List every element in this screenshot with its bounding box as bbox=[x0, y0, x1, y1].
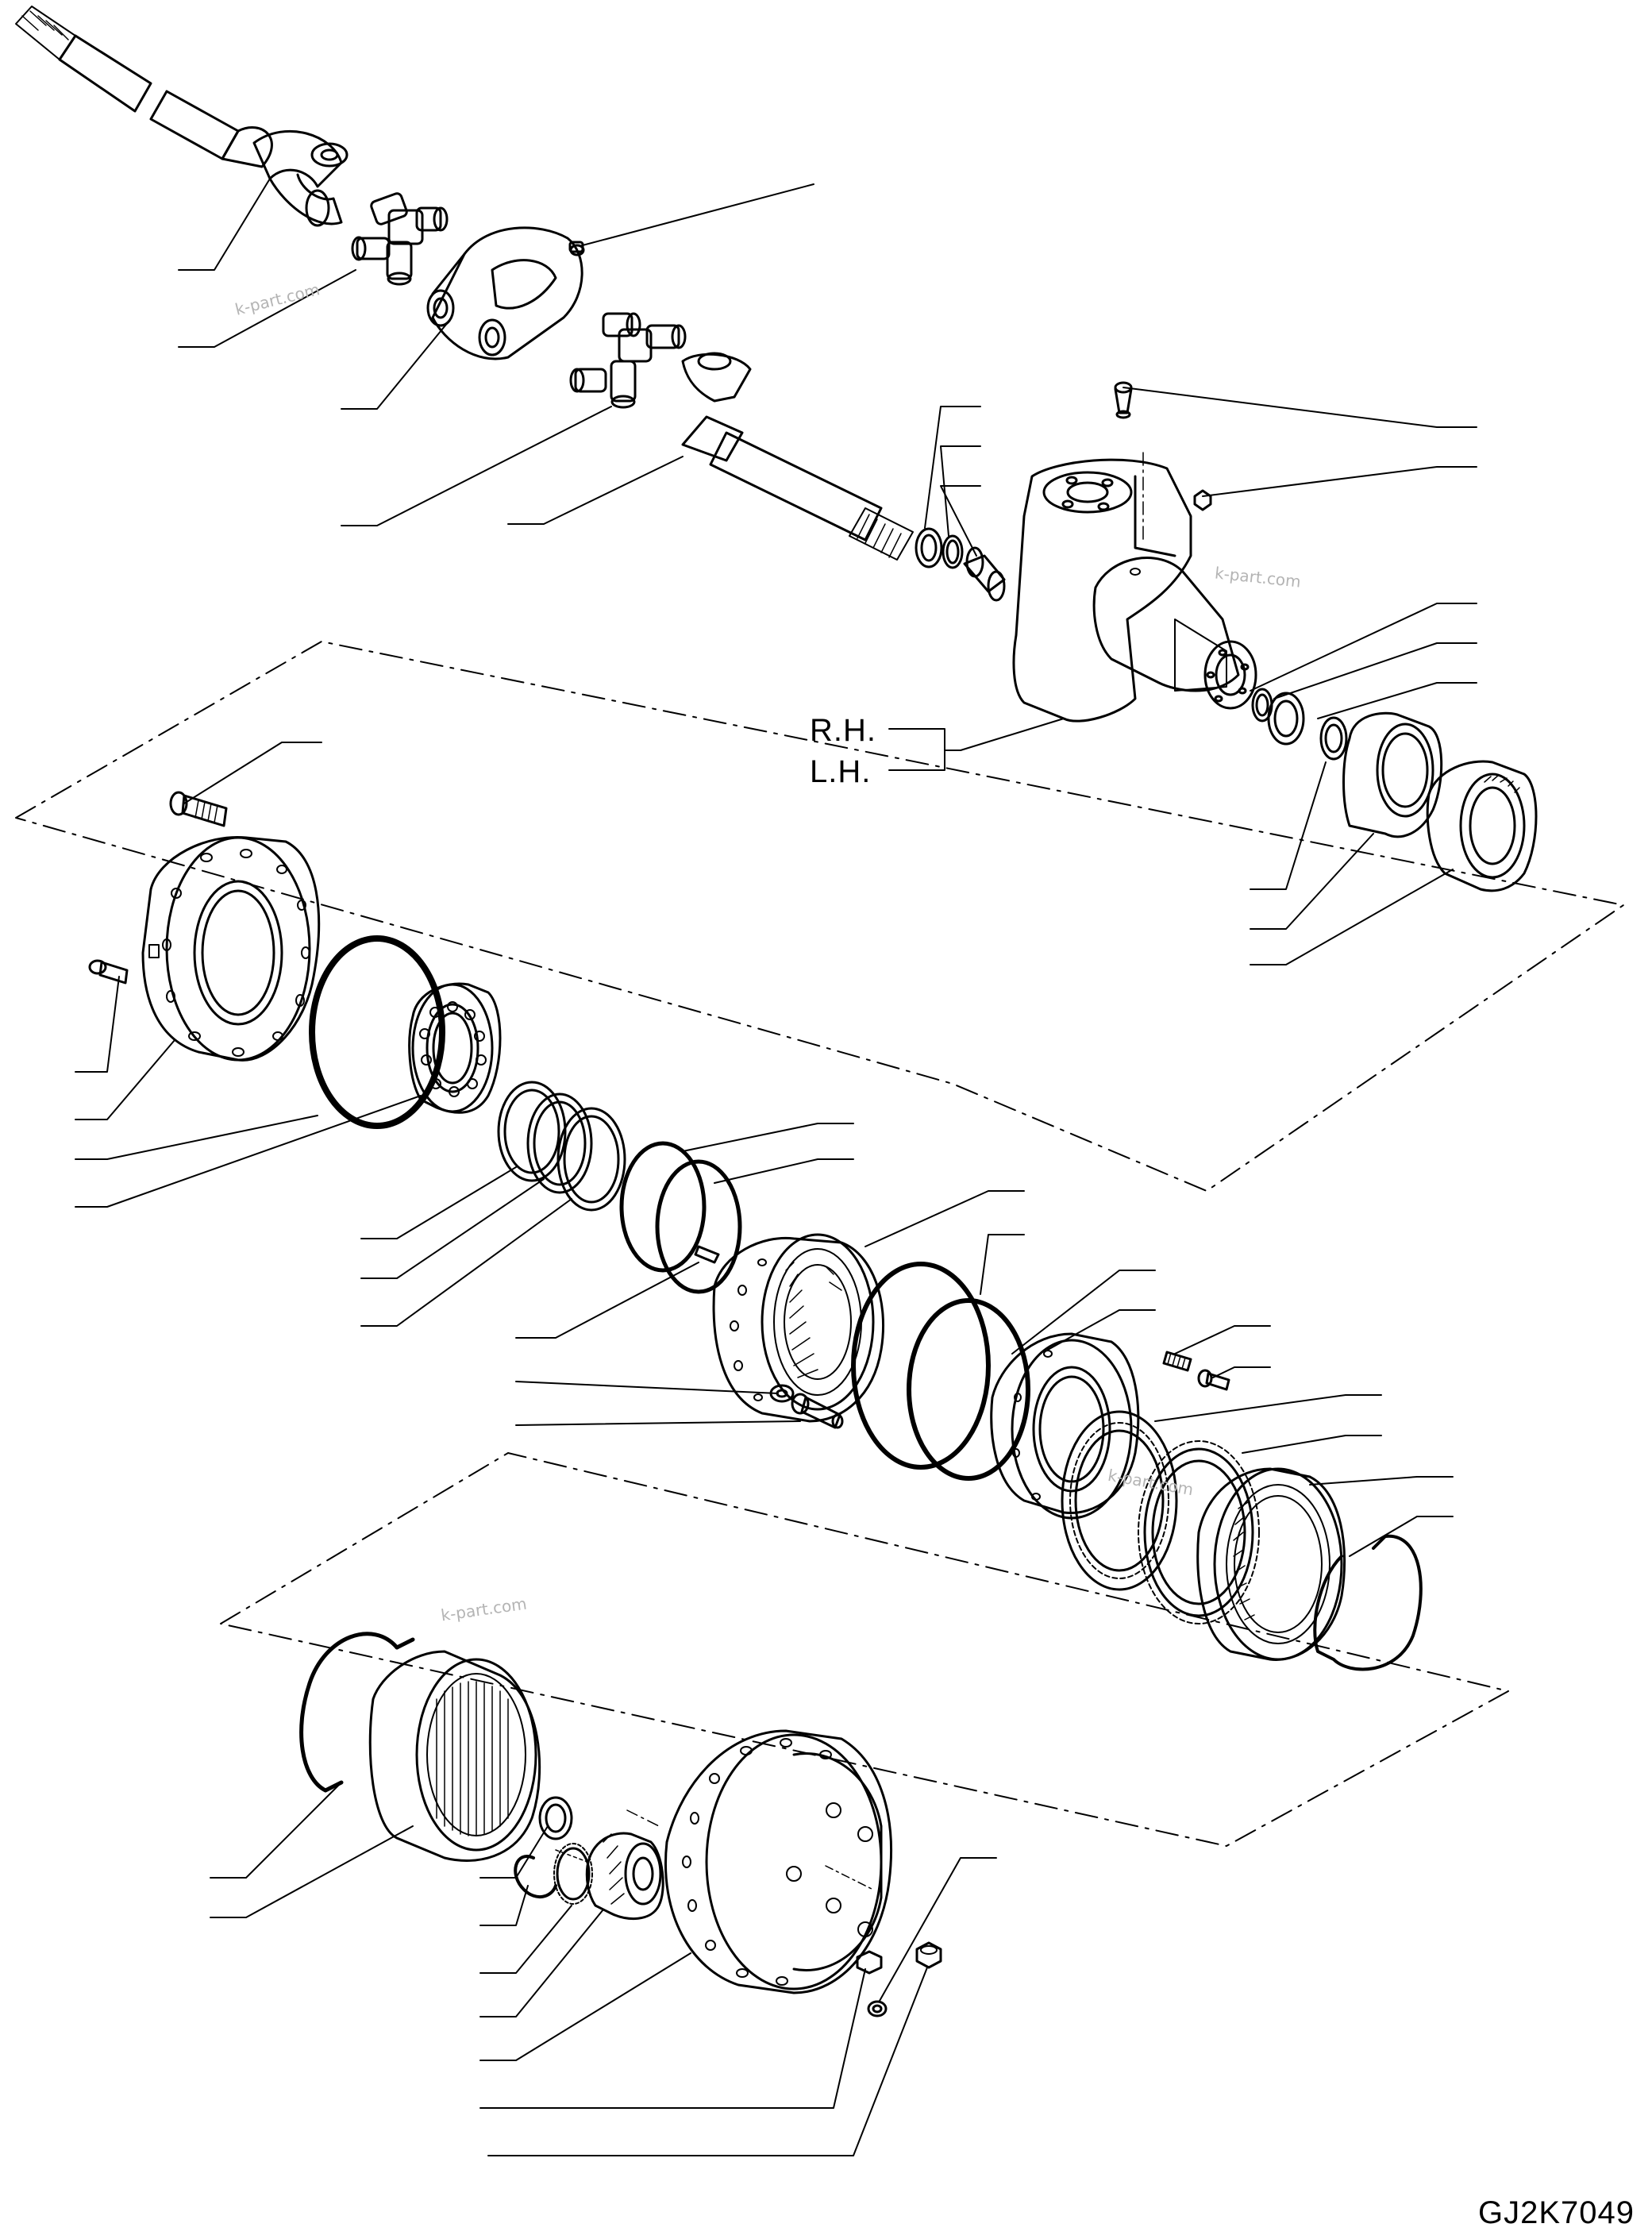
group-outlines bbox=[15, 641, 1624, 1847]
bearing-cup bbox=[1342, 711, 1443, 838]
planet-gear-circlip bbox=[514, 1855, 557, 1898]
drain-plug-small bbox=[867, 2000, 888, 2017]
wheel-hub-flange bbox=[141, 835, 321, 1062]
wheel-stud bbox=[169, 791, 228, 827]
left-hand-label: L.H. bbox=[810, 754, 872, 789]
universal-joint-cross-2 bbox=[569, 312, 687, 409]
plug-screw bbox=[1193, 489, 1212, 511]
hub-ball-bearing bbox=[408, 982, 502, 1114]
shaft-o-ring bbox=[942, 534, 964, 569]
brake-disc-inner bbox=[1061, 1410, 1178, 1591]
shaft-seal-ring bbox=[915, 527, 943, 568]
taper-roller-bearing bbox=[1426, 760, 1538, 892]
steering-knuckle bbox=[1012, 452, 1257, 723]
outline-hub-group bbox=[15, 641, 1624, 1192]
thrust-ring-2 bbox=[526, 1093, 593, 1194]
spindle-spacer bbox=[1319, 716, 1348, 761]
circlip bbox=[1313, 1534, 1423, 1671]
snap-ring-large-1 bbox=[851, 1262, 991, 1470]
thrust-ring-1 bbox=[497, 1081, 567, 1182]
planetary-center-axis bbox=[626, 1809, 660, 1827]
hub-o-ring bbox=[309, 935, 445, 1129]
spindle-seal-2 bbox=[1267, 692, 1305, 746]
axle-shaft bbox=[15, 6, 348, 227]
brake-disc-outer bbox=[1138, 1440, 1260, 1624]
planet-gear bbox=[585, 1832, 664, 1921]
breather-valve bbox=[1114, 381, 1133, 419]
hub-screw bbox=[88, 959, 129, 985]
snap-ring-large-2 bbox=[907, 1298, 1030, 1481]
drain-plug-large bbox=[856, 1950, 883, 1975]
planet-carrier-hub bbox=[664, 1729, 892, 1994]
thrust-ring-3 bbox=[556, 1107, 626, 1212]
fill-plug bbox=[915, 1941, 942, 1969]
ring-gear-carrier bbox=[712, 1233, 885, 1423]
stub-shaft bbox=[681, 352, 914, 561]
universal-joint-cross-1 bbox=[351, 192, 449, 286]
leader-lines bbox=[75, 178, 1477, 2156]
planet-gear-thrust-washer bbox=[538, 1796, 573, 1840]
sun-gear-small bbox=[553, 1843, 593, 1905]
brake-piston bbox=[990, 1332, 1140, 1520]
planetary-ring-gear bbox=[368, 1650, 541, 1862]
adjusting-screw bbox=[1197, 1369, 1230, 1391]
snap-ring-1 bbox=[619, 1141, 707, 1273]
drawing-code: GJ2K7049 bbox=[1478, 2195, 1635, 2230]
right-hand-label: R.H. bbox=[810, 713, 876, 748]
dowel-pin bbox=[694, 1245, 720, 1264]
planetary-snap-ring bbox=[299, 1632, 415, 1793]
ring-gear bbox=[1196, 1467, 1346, 1661]
double-yoke bbox=[426, 226, 583, 360]
cap-screw bbox=[791, 1393, 844, 1429]
snap-ring-2 bbox=[655, 1159, 742, 1294]
grease-nipple bbox=[568, 241, 585, 256]
brake-spring bbox=[1162, 1351, 1192, 1372]
shaft-bushing bbox=[963, 546, 1006, 602]
outline-planetary-group bbox=[220, 1452, 1509, 1847]
